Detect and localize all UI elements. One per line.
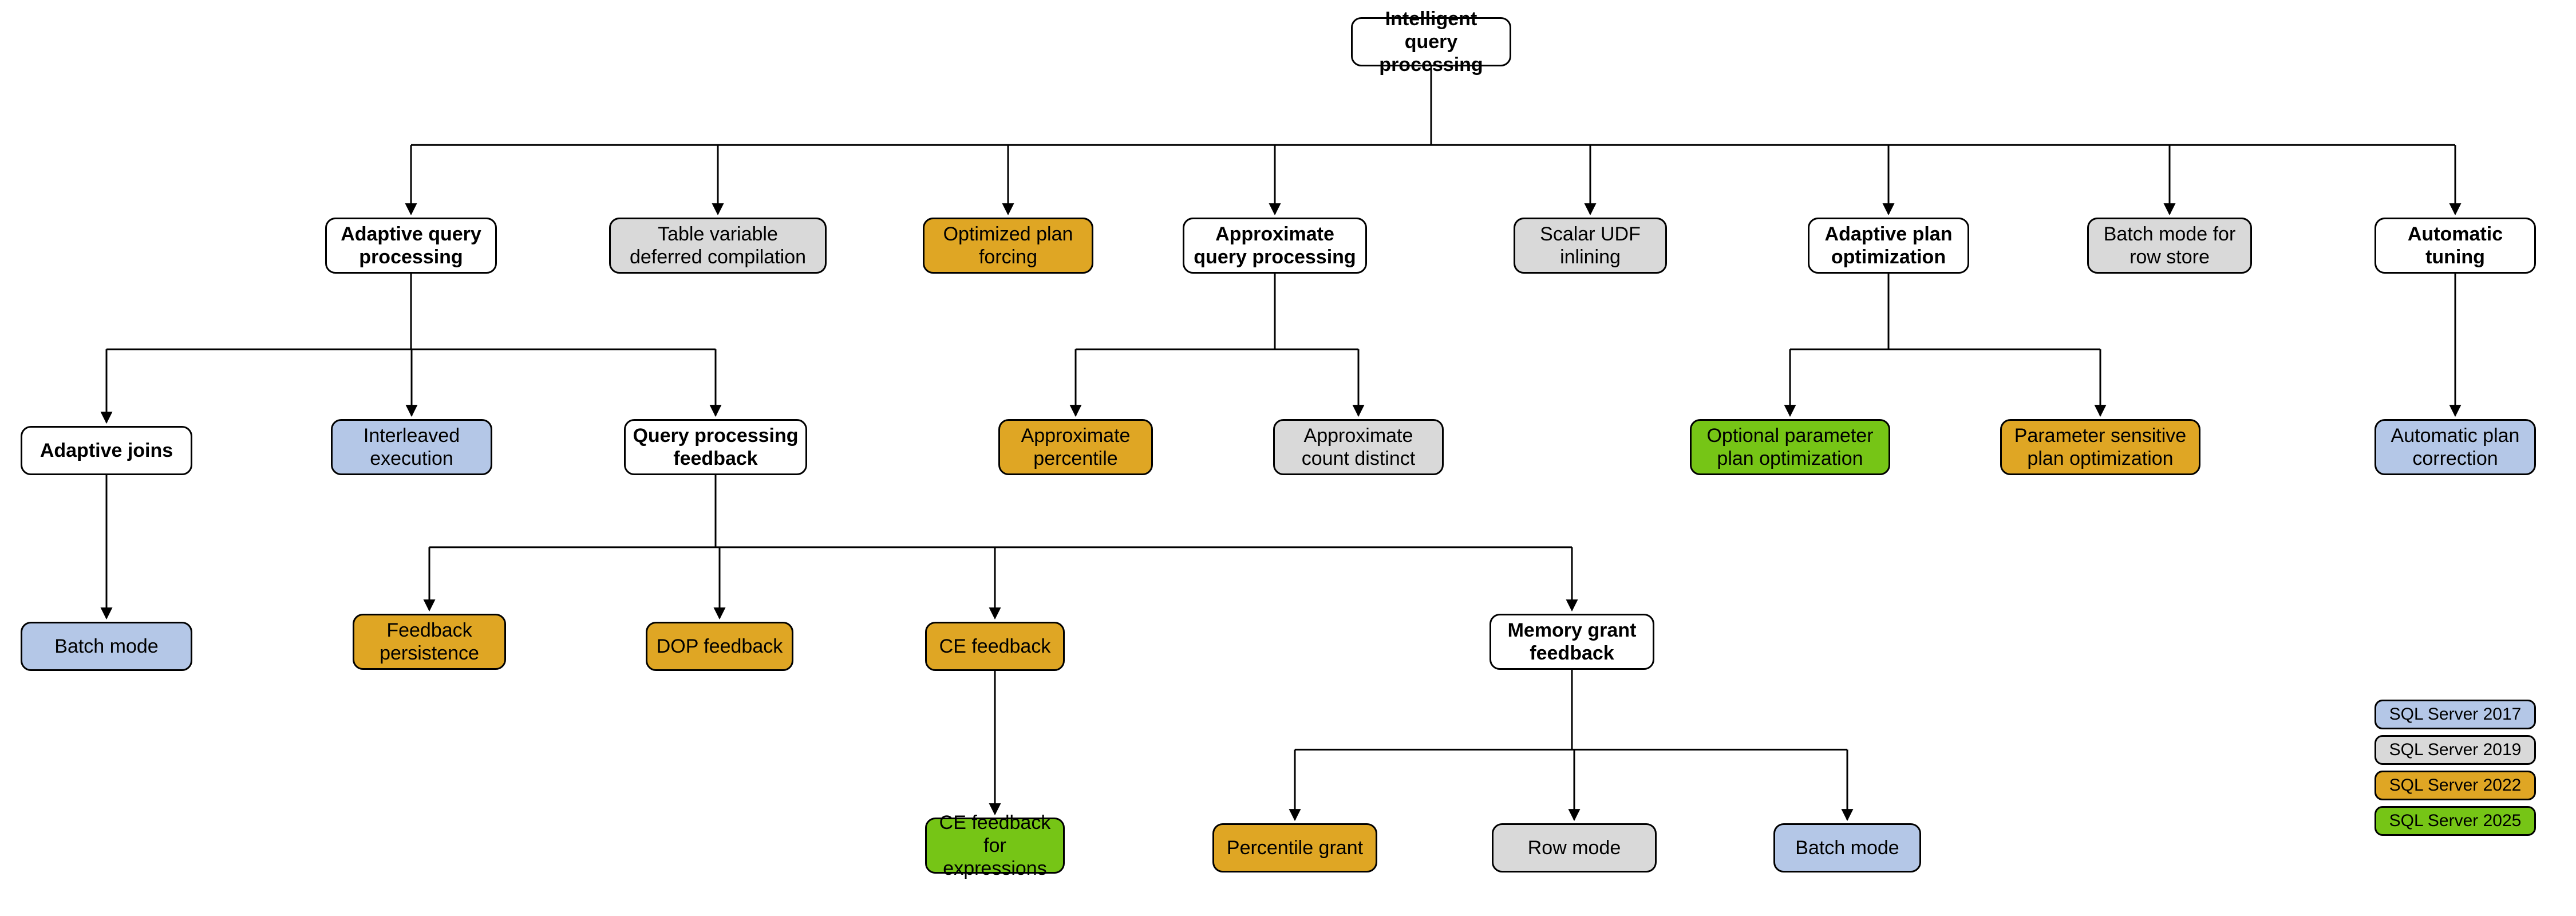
node-fbpersist[interactable]: Feedback persistence bbox=[353, 614, 506, 670]
node-bmrs[interactable]: Batch mode for row store bbox=[2087, 218, 2252, 274]
node-cefbexpr[interactable]: CE feedback for expressions bbox=[925, 812, 1065, 879]
node-approxcd[interactable]: Approximate count distinct bbox=[1273, 419, 1444, 475]
node-rowmode[interactable]: Row mode bbox=[1492, 823, 1657, 872]
node-pspo[interactable]: Parameter sensitive plan optimization bbox=[2000, 419, 2200, 475]
legend-item-sql-server-2017: SQL Server 2017 bbox=[2374, 700, 2536, 729]
node-tvdc[interactable]: Table variable deferred compilation bbox=[609, 218, 827, 274]
node-sudf[interactable]: Scalar UDF inlining bbox=[1514, 218, 1667, 274]
node-aqp[interactable]: Adaptive query processing bbox=[325, 218, 497, 274]
node-batchmode1[interactable]: Batch mode bbox=[21, 622, 192, 671]
node-approxpct[interactable]: Approximate percentile bbox=[998, 419, 1153, 475]
node-opf[interactable]: Optimized plan forcing bbox=[923, 218, 1093, 274]
node-interleaved[interactable]: Interleaved execution bbox=[331, 419, 492, 475]
node-qpf[interactable]: Query processing feedback bbox=[624, 419, 807, 475]
node-dopfb[interactable]: DOP feedback bbox=[646, 622, 793, 671]
node-approxqp[interactable]: Approximate query processing bbox=[1183, 218, 1367, 274]
node-autotune[interactable]: Automatic tuning bbox=[2374, 218, 2536, 274]
node-apo[interactable]: Adaptive plan optimization bbox=[1808, 218, 1969, 274]
node-cefb[interactable]: CE feedback bbox=[925, 622, 1065, 671]
node-oppo[interactable]: Optional parameter plan optimization bbox=[1690, 419, 1890, 475]
legend-item-sql-server-2022: SQL Server 2022 bbox=[2374, 771, 2536, 800]
node-mgf[interactable]: Memory grant feedback bbox=[1490, 614, 1654, 670]
node-adaptjoins[interactable]: Adaptive joins bbox=[21, 426, 192, 475]
node-pctgrant[interactable]: Percentile grant bbox=[1212, 823, 1377, 872]
legend-item-sql-server-2019: SQL Server 2019 bbox=[2374, 735, 2536, 765]
legend-item-sql-server-2025: SQL Server 2025 bbox=[2374, 806, 2536, 836]
node-root[interactable]: Intelligent query processing bbox=[1351, 8, 1511, 76]
node-apc[interactable]: Automatic plan correction bbox=[2374, 419, 2536, 475]
node-batchmode2[interactable]: Batch mode bbox=[1773, 823, 1921, 872]
